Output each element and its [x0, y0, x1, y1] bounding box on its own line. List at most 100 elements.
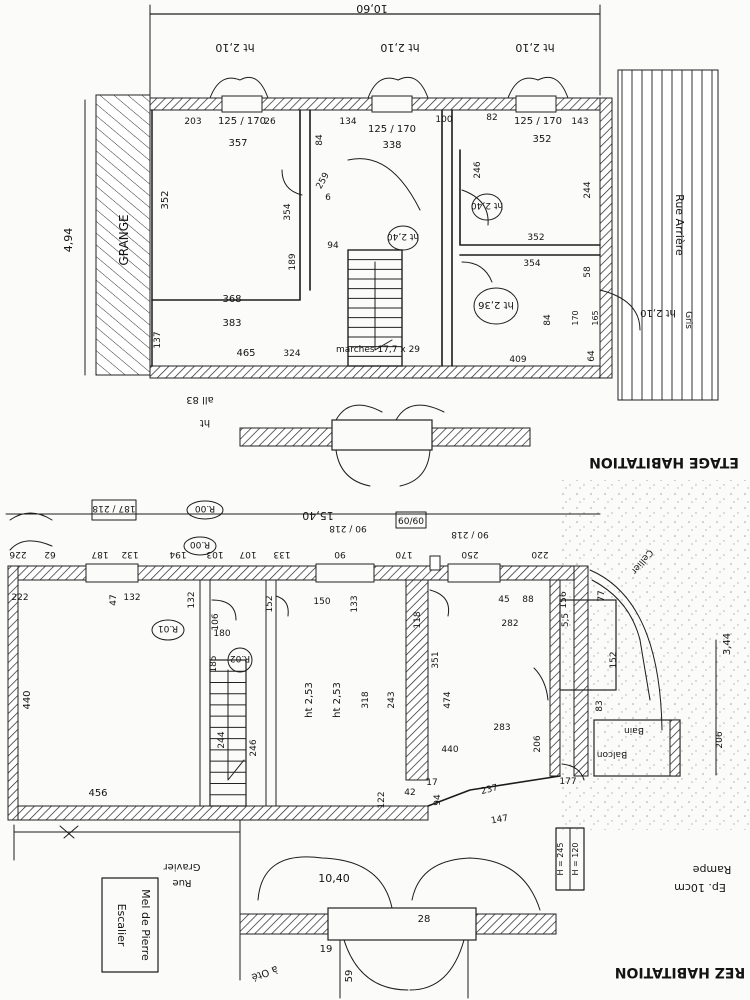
upper-partition-right-room	[459, 149, 601, 246]
upper-stair-note: marches 17,7 x 29	[336, 345, 420, 355]
upper-entrance-arc-4	[399, 449, 431, 487]
lower-entrance-dim-3: 59	[344, 970, 355, 983]
upper-below-note: ht	[200, 417, 210, 428]
upper-floor-title: ETAGE HABITATION	[589, 454, 739, 470]
lower-room-dim: 17	[426, 778, 437, 788]
upper-below-label: all 83	[186, 394, 214, 405]
lower-stair-label-box	[101, 877, 159, 973]
upper-dim-21: 6	[325, 193, 331, 203]
upper-dim-10: 324	[283, 349, 300, 359]
upper-entrance-wall-left	[239, 427, 333, 447]
lower-stair-label-1: Escalier	[115, 904, 128, 947]
upper-window-size-3: 125 / 170	[514, 116, 562, 127]
lower-door-swing-4	[533, 667, 549, 701]
upper-door-swing-3	[461, 189, 489, 226]
lower-room-dim: 122	[377, 791, 387, 808]
lower-door-arc-1	[9, 512, 53, 521]
lower-door-swing-5	[561, 763, 585, 781]
lower-partition-thick	[405, 579, 429, 781]
lower-side-box-1: H = 245	[556, 842, 565, 875]
upper-dim-1: 352	[160, 190, 171, 209]
lower-entrance-opening	[327, 907, 477, 941]
lower-entrance-swing-2	[409, 939, 465, 991]
upper-dim-9: 465	[236, 348, 255, 359]
lower-room-dim: 106	[211, 613, 221, 630]
lower-plan: 15,40 R.00 R.00 R.01 R.02 60/60 187 / 21…	[5, 480, 750, 981]
lower-partition-diagonal	[427, 775, 561, 807]
lower-top-segment-label: 62	[44, 549, 55, 559]
lower-room-dim: 77	[597, 590, 607, 601]
lower-room-dim: 180	[213, 629, 230, 639]
lower-right-dim-2: 206	[715, 731, 725, 748]
lower-bottom-dim: 10,40	[318, 872, 350, 885]
lower-ceiling-1: ht 2,53	[304, 682, 315, 718]
lower-room-dim: 132	[187, 591, 197, 608]
lower-stair-label-2: Mel de Pierre	[139, 889, 152, 961]
lower-bottom-width: 456	[88, 788, 107, 799]
lower-top-segment-label: 90	[334, 549, 346, 559]
lower-left-height: 440	[22, 690, 33, 709]
upper-window-bottom-2: 338	[382, 140, 401, 151]
upper-ceiling-1: ht 2,40	[387, 231, 419, 241]
upper-dim-16: 58	[583, 266, 593, 278]
lower-annex-room	[559, 599, 617, 691]
upper-window-size-1: 125 / 170	[218, 116, 266, 127]
lower-door-arc-2	[9, 540, 53, 551]
upper-ceiling-3: ht 2,36	[478, 299, 514, 310]
upper-dim-2: 259	[315, 171, 332, 191]
lower-room-dim: 440	[441, 745, 458, 755]
lower-top-segment-label: 170	[395, 549, 412, 559]
lower-staircase-outline	[209, 659, 247, 807]
lower-stair-arrow	[227, 669, 245, 781]
upper-top-seg-5: 100	[435, 115, 452, 125]
lower-vent	[429, 555, 441, 571]
upper-right-wall	[599, 97, 613, 379]
lower-top-segment-label: 220	[531, 549, 548, 559]
lower-boxed-tag-frame	[395, 511, 427, 529]
lower-entrance-swing-1	[343, 939, 409, 991]
upper-dim-7: 383	[222, 318, 241, 329]
lower-speckle-area	[560, 480, 750, 830]
upper-dim-17: 84	[543, 314, 553, 326]
lower-door-box-1	[91, 499, 137, 521]
lower-tag-bubble-1	[186, 500, 224, 520]
lower-top-segment-label: 226	[9, 549, 26, 559]
upper-top-seg-6: 82	[486, 113, 497, 123]
upper-plan: 10,60 ht 2,10 ht 2,10 ht 2,10 GRANGE 4,9…	[62, 2, 719, 401]
lower-door-size-3: 90 / 218	[451, 529, 489, 539]
lower-room-dim: 185	[209, 655, 219, 672]
lower-top-segment-label: 103	[206, 549, 223, 559]
lower-door-swing-2	[275, 595, 289, 617]
lower-room-dim: 474	[443, 691, 453, 708]
upper-dim-15: 354	[523, 259, 540, 269]
upper-stair-arrow	[374, 261, 393, 351]
lower-right-dim-5: Bain	[624, 725, 644, 735]
lower-room-dim: 318	[361, 691, 371, 708]
lower-window-3	[447, 563, 501, 583]
lower-room-dim: 246	[249, 739, 259, 756]
barn-label: GRANGE	[117, 214, 131, 265]
upper-lintel-label-2: ht 2,10	[380, 41, 419, 54]
upper-window-arc-1	[209, 76, 269, 99]
upper-side-depth: 4,94	[62, 228, 75, 253]
lower-window-2	[315, 563, 375, 583]
lower-room-dim: 243	[387, 691, 397, 708]
upper-ceiling-2: ht 2,40	[471, 200, 503, 210]
lower-overall-width: 15,40	[302, 509, 334, 522]
lower-room-dim: 42	[404, 788, 415, 798]
upper-window-size-2: 125 / 170	[368, 124, 416, 135]
upper-door-swing-4	[461, 261, 493, 283]
upper-top-seg-3: 84	[315, 134, 325, 146]
upper-wall-label: Gris	[683, 311, 693, 329]
lower-room-dim: 45	[498, 595, 509, 605]
lower-room-dim: 351	[431, 651, 441, 668]
lower-door-size-1: 187 / 218	[92, 503, 135, 513]
upper-partition-left-room	[151, 109, 301, 301]
upper-overall-width: 10,60	[356, 2, 388, 15]
lower-ceiling-2: ht 2,53	[332, 682, 343, 718]
upper-ceiling-bubble-2	[471, 193, 503, 221]
upper-entrance-opening	[331, 419, 433, 451]
lower-entrance-dim-2: 28	[418, 914, 431, 925]
